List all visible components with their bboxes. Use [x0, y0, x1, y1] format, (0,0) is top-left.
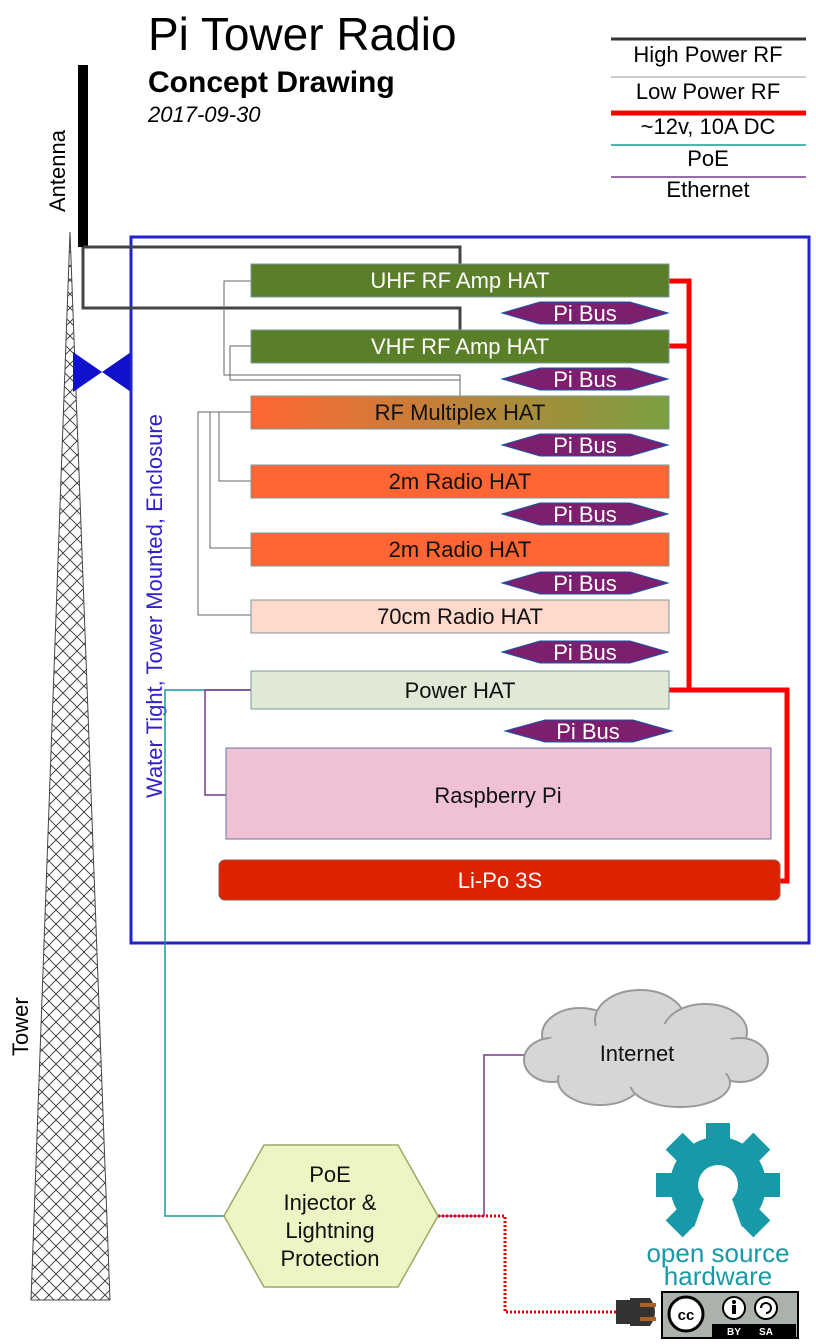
hat-vhf-rf-amp: VHF RF Amp HAT [250, 329, 670, 364]
hat-2m-radio-1: 2m Radio HAT [250, 464, 670, 499]
internet-label: Internet [600, 1041, 675, 1066]
pi-bus-5: Pi Bus [500, 571, 670, 596]
hat-2m-radio-2-label: 2m Radio HAT [389, 537, 532, 562]
pi-bus-7-label: Pi Bus [556, 719, 620, 744]
poe-injector-line-4: Protection [280, 1246, 379, 1271]
dc-power-lines [669, 278, 790, 884]
pi-bus-6-label: Pi Bus [553, 640, 617, 665]
page-title: Pi Tower Radio [148, 8, 457, 60]
power-plug-icon [616, 1298, 656, 1326]
pi-bus-4-label: Pi Bus [553, 502, 617, 527]
pi-bus-3: Pi Bus [500, 433, 670, 458]
poe-injector: PoE Injector & Lightning Protection [223, 1144, 439, 1288]
pi-bus-1: Pi Bus [500, 301, 670, 326]
hat-power-label: Power HAT [405, 678, 516, 703]
pi-bus-4: Pi Bus [500, 502, 670, 527]
hat-2m-radio-2: 2m Radio HAT [250, 532, 670, 567]
page-subtitle: Concept Drawing [148, 66, 395, 99]
hat-70cm-radio: 70cm Radio HAT [250, 599, 670, 634]
hat-70cm-radio-label: 70cm Radio HAT [377, 604, 543, 629]
ethernet-line-internet [438, 1054, 525, 1217]
osh-text-line-1: open source [646, 1238, 789, 1268]
osh-logo: open source hardware [646, 1123, 790, 1291]
cc-icon [667, 1295, 705, 1333]
poe-injector-line-3: Lightning [285, 1218, 374, 1243]
pi-bus-2: Pi Bus [500, 367, 670, 392]
high-power-rf-line-uhf [83, 245, 462, 264]
pi-bus-3-label: Pi Bus [553, 433, 617, 458]
legend-label-dc: ~12v, 10A DC [641, 114, 776, 139]
osh-text-line-2: hardware [664, 1261, 772, 1291]
enclosure [129, 235, 811, 945]
legend-label-low-power-rf: Low Power RF [636, 79, 780, 104]
ac-power-line [438, 1214, 616, 1314]
legend-label-ethernet: Ethernet [666, 177, 749, 202]
poe-injector-line-2: Injector & [284, 1190, 377, 1215]
ethernet-line-internal [204, 689, 251, 796]
mount-bracket-icon [73, 352, 102, 392]
hat-vhf-rf-amp-label: VHF RF Amp HAT [371, 334, 549, 359]
legend-label-poe: PoE [687, 146, 729, 171]
tower-label: Tower [8, 997, 33, 1056]
pi-bus-7: Pi Bus [503, 719, 674, 744]
hat-power: Power HAT [250, 670, 670, 710]
hat-rf-multiplex: RF Multiplex HAT [250, 395, 670, 430]
legend: High Power RF Low Power RF ~12v, 10A DC … [611, 37, 806, 202]
pi-bus-1-label: Pi Bus [553, 301, 617, 326]
poe-injector-line-1: PoE [309, 1162, 351, 1187]
low-power-rf-lines [197, 280, 461, 616]
raspberry-pi-board: Raspberry Pi [225, 747, 772, 840]
page-date: 2017-09-30 [147, 102, 261, 127]
mount-bracket-icon-right [102, 352, 131, 392]
pi-bus-6: Pi Bus [500, 640, 670, 665]
hat-uhf-rf-amp-label: UHF RF Amp HAT [370, 268, 549, 293]
sa-icon [754, 1296, 778, 1320]
cc-license-badge: cc BY SA [661, 1291, 799, 1339]
pi-bus-2-label: Pi Bus [553, 367, 617, 392]
license-sa: SA [759, 1327, 773, 1338]
tower: Tower [8, 231, 111, 1301]
svg-text:cc: cc [678, 1307, 695, 1324]
license-by: BY [727, 1327, 741, 1338]
osh-gear-icon [656, 1123, 780, 1245]
battery-label: Li-Po 3S [458, 868, 542, 893]
pi-bus-5-label: Pi Bus [553, 571, 617, 596]
antenna-mast [78, 65, 88, 247]
internet-cloud: Internet [523, 989, 769, 1108]
battery-lipo: Li-Po 3S [218, 859, 781, 901]
antenna-label: Antenna [45, 129, 70, 212]
hat-2m-radio-1-label: 2m Radio HAT [389, 469, 532, 494]
high-power-rf-line-vhf [81, 247, 462, 330]
tower-lattice [30, 231, 111, 1301]
enclosure-label: Water Tight, Tower Mounted, Enclosure [142, 414, 167, 798]
legend-label-high-power-rf: High Power RF [633, 42, 782, 67]
hat-rf-multiplex-label: RF Multiplex HAT [375, 400, 546, 425]
hat-uhf-rf-amp: UHF RF Amp HAT [250, 263, 670, 298]
raspberry-pi-label: Raspberry Pi [434, 783, 561, 808]
